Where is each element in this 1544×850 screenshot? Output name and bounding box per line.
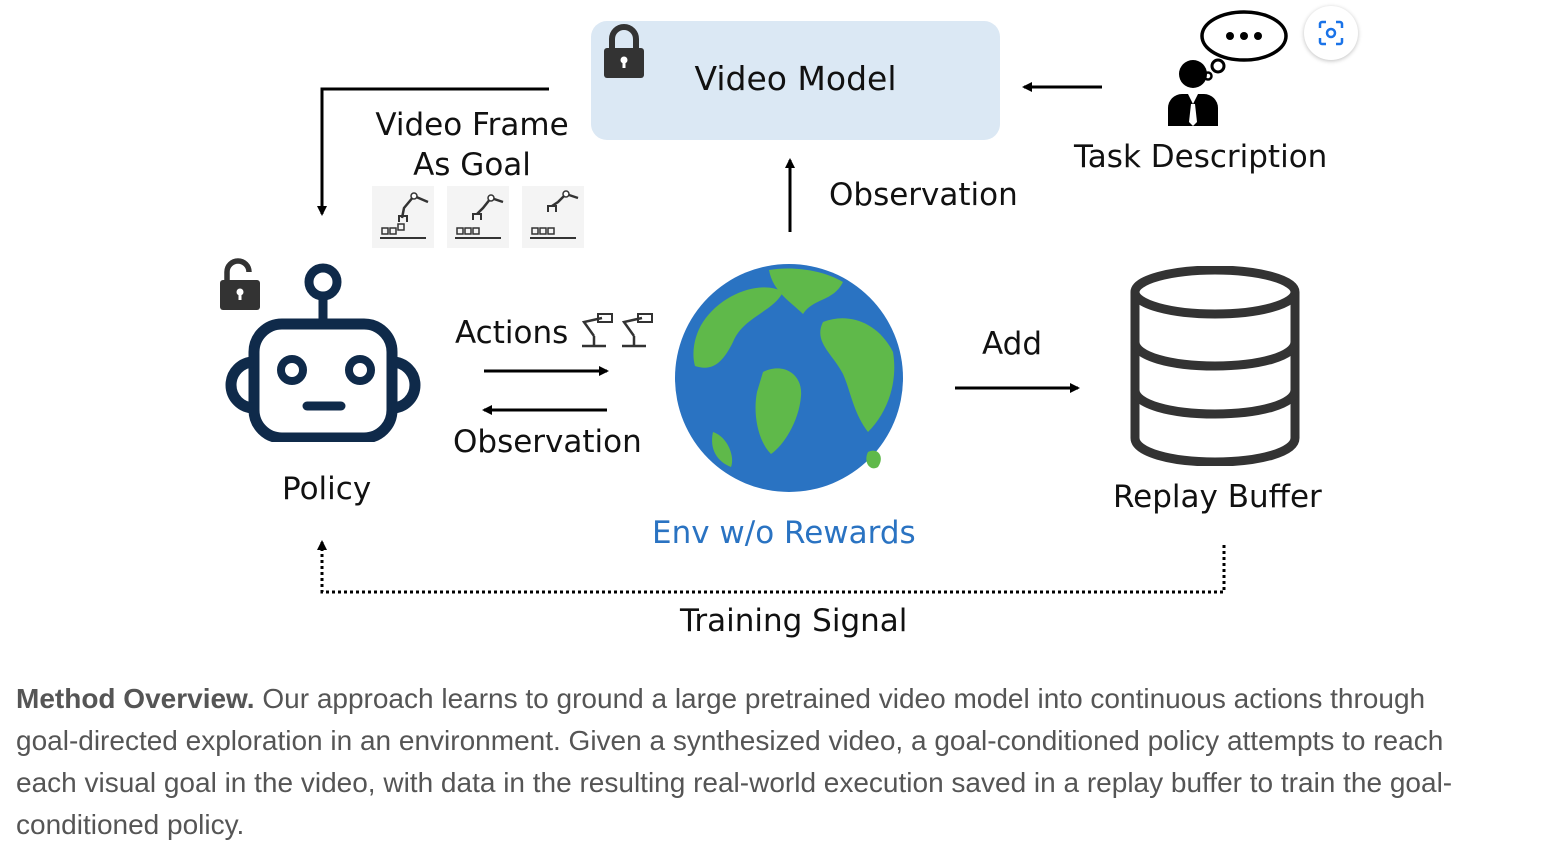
arrow-video-to-policy: [317, 87, 549, 216]
video-model-box: [591, 21, 1000, 140]
caption-line-4: conditioned policy.: [16, 809, 245, 840]
figure-caption: Method Overview. Our approach learns to …: [16, 678, 1544, 846]
policy-label: Policy: [282, 471, 372, 507]
visual-search-icon: [1318, 20, 1344, 46]
replay-buffer-label: Replay Buffer: [1113, 479, 1322, 515]
arrow-training-signal: [317, 540, 1226, 594]
method-diagram: Video Model Task Description Video Frame…: [220, 10, 1328, 639]
person-thinking-icon: [1168, 10, 1288, 126]
video-model-label: Video Model: [694, 59, 897, 98]
caption-line-3: each visual goal in the video, with data…: [16, 767, 1453, 798]
visual-search-button[interactable]: [1304, 6, 1358, 60]
goal-frame-thumbnail: [522, 186, 584, 248]
diagram-arrows: [317, 82, 1226, 594]
robot-arm-icon: [455, 194, 504, 239]
robot-arm-icon: [530, 190, 579, 239]
training-signal-label: Training Signal: [680, 603, 908, 639]
goal-frame-thumbnail: [447, 186, 509, 248]
robot-arm-icon: [581, 313, 653, 348]
lock-closed-icon: [604, 24, 644, 78]
video-frame-goal-label-line1: Video Frame: [375, 107, 569, 143]
database-icon: [1130, 266, 1300, 466]
earth-globe-icon: [675, 264, 903, 492]
robot-face-icon: [225, 263, 421, 442]
caption-line-1: Method Overview. Our approach learns to …: [16, 678, 1544, 720]
caption-text: Our approach learns to ground a large pr…: [254, 683, 1426, 714]
goal-frame-thumbnail: [372, 186, 434, 248]
task-description-label: Task Description: [1074, 139, 1328, 175]
add-label: Add: [982, 326, 1043, 362]
caption-title: Method Overview.: [16, 683, 255, 714]
env-label: Env w/o Rewards: [652, 515, 916, 551]
observation-top-label: Observation: [829, 177, 1018, 213]
video-frame-goal-label-line2: As Goal: [413, 147, 531, 183]
observation-mid-label: Observation: [453, 424, 642, 460]
actions-label: Actions: [455, 315, 569, 351]
lock-open-icon: [220, 258, 260, 310]
robot-arm-icon: [380, 192, 429, 239]
caption-line-2: goal-directed exploration in an environm…: [16, 725, 1444, 756]
